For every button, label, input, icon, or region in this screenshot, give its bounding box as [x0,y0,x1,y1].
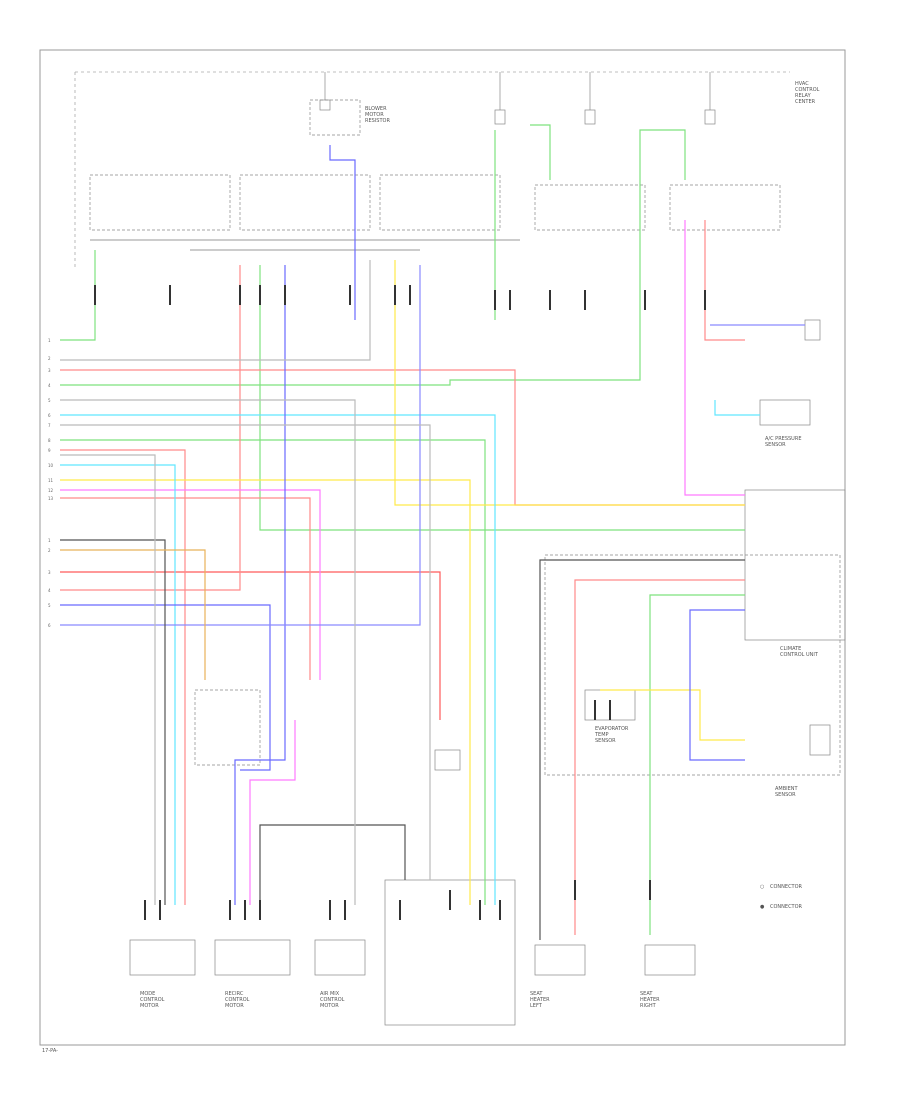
label-climate-control-unit: CLIMATE CONTROL UNIT [780,646,819,658]
wire-gray-2 [60,424,431,880]
wire-gray-1 [60,399,356,905]
wire-green-2 [60,129,686,386]
wire-red-7 [704,220,745,341]
wire-orange-1 [60,549,206,680]
relay-boxes [89,99,781,251]
label-air-mix-motor: AIR MIX CONTROL MOTOR [320,991,346,1009]
wire-red-3 [60,265,241,591]
wire-magenta-1 [60,489,321,680]
svg-text:6: 6 [48,623,51,628]
svg-text:2: 2 [48,356,51,361]
svg-text:2: 2 [48,548,51,553]
wire-gray-3 [60,454,156,905]
wire-black-3 [259,824,406,905]
wire-blue-4 [329,145,356,320]
wire-red-6 [574,579,745,935]
fuse-group [319,72,716,125]
wire-blue-1 [234,265,286,905]
wire-green-5 [530,124,551,180]
svg-text:9: 9 [48,448,51,453]
wire-green-4 [259,265,745,531]
wire-gray-4 [60,260,371,361]
svg-text:1: 1 [48,538,51,543]
wire-red-2 [60,571,441,720]
wire-green-3 [60,439,486,905]
svg-text:13: 13 [48,496,54,501]
label-recirc-motor: RECIRC CONTROL MOTOR [225,991,251,1009]
legend-symbol-1: ● [760,904,765,910]
svg-text:4: 4 [48,588,51,593]
wire-black-1 [60,539,166,905]
wire-blue-3 [60,265,421,626]
svg-text:5: 5 [48,603,51,608]
label-seat-heater-left: SEAT HEATER LEFT [530,991,551,1009]
wire-cyan-2 [60,464,176,905]
label-mode-door-motor: MODE CONTROL MOTOR [140,991,166,1009]
wire-yellow-3 [600,689,745,741]
legend-text-1: CONNECTOR [770,904,803,910]
legend-text-0: CONNECTOR [770,884,803,890]
wire-yellow-2 [394,260,745,506]
label-evaporator-temp: EVAPORATOR TEMP SENSOR [594,726,630,744]
wire-magenta-2 [684,220,745,496]
svg-text:1: 1 [48,338,51,343]
label-ac-pressure-sensor: A/C PRESSURE SENSOR [765,436,803,448]
svg-text:3: 3 [48,368,51,373]
label-seat-heater-right: SEAT HEATER RIGHT [640,991,661,1009]
wire-yellow-1 [60,479,471,905]
svg-text:7: 7 [48,423,51,428]
wire-blue-5 [689,609,745,761]
right-components [544,319,846,776]
legend-symbol-0: ○ [760,884,764,890]
label-blower-motor: BLOWER MOTOR RESISTOR [365,106,390,124]
connector-pins [94,285,706,920]
svg-text:4: 4 [48,383,51,388]
label-ambient-sensor: AMBIENT SENSOR [775,786,799,798]
svg-text:10: 10 [48,463,54,468]
wires [60,124,805,940]
footer-code: 17-PA- [42,1048,58,1054]
diagram-frame [39,49,846,1046]
svg-text:11: 11 [48,478,54,483]
left-pin-labels: 1 2 3 4 5 6 7 8 9 10 11 12 13 1 2 3 4 5 … [48,338,54,628]
wire-cyan-1 [60,414,496,905]
legend: ○ CONNECTOR ● CONNECTOR [760,884,803,910]
svg-text:3: 3 [48,570,51,575]
svg-text:12: 12 [48,488,54,493]
label-hvac-relay-center: HVAC CONTROL RELAY CENTER [795,81,821,105]
svg-text:6: 6 [48,413,51,418]
wire-green-1 [60,250,96,341]
wire-black-2 [539,559,745,940]
component-labels: HVAC CONTROL RELAY CENTER BLOWER MOTOR R… [140,81,821,1009]
wire-red-5 [60,497,311,680]
wire-red-4 [60,449,186,905]
bottom-components [129,689,696,1026]
wire-pink-3 [249,720,296,905]
wire-cyan-3 [714,400,760,416]
svg-text:8: 8 [48,438,51,443]
wire-green-7 [649,594,745,935]
svg-text:5: 5 [48,398,51,403]
wire-red-1 [60,369,745,506]
